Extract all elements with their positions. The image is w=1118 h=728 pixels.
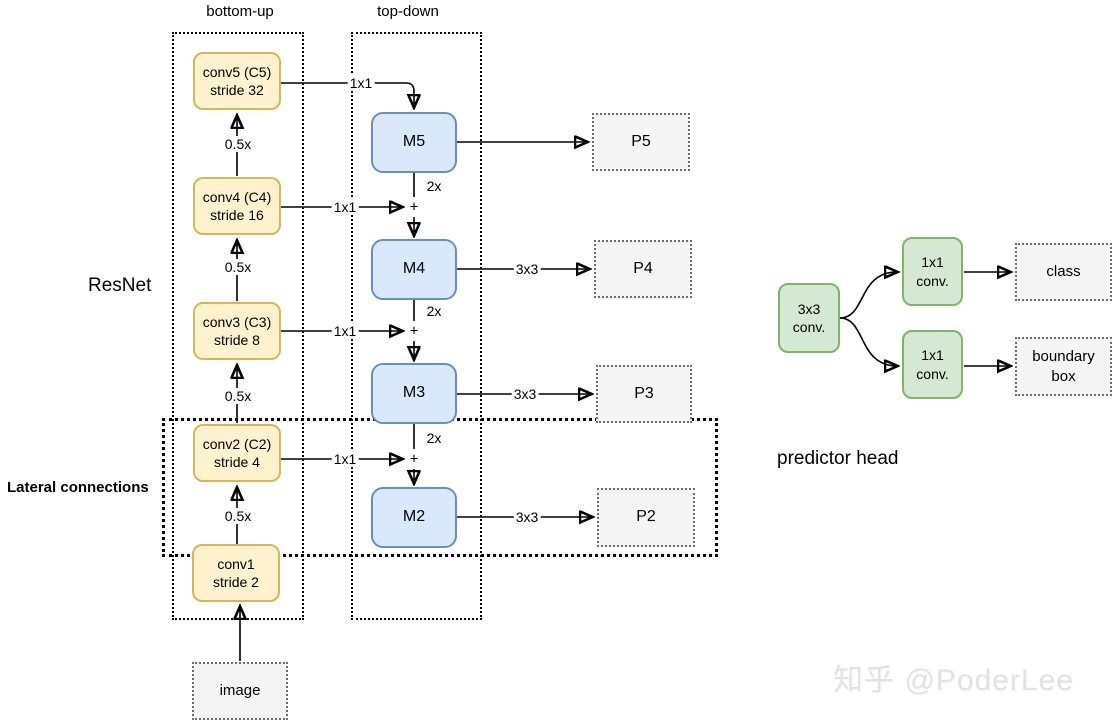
downsample-label-4: 0.5x: [222, 508, 254, 524]
resnet-label: ResNet: [88, 275, 152, 296]
lateral-label-c3: 1x1: [331, 323, 359, 339]
conv3-stride: stride 8: [214, 332, 260, 348]
top-down-label: top-down: [377, 3, 439, 20]
downsample-label-2: 0.5x: [222, 259, 254, 275]
conv3x3-line1: 3x3: [797, 300, 821, 317]
node-m2: M2: [371, 487, 457, 548]
node-p3: P3: [596, 365, 692, 423]
arrow-conv3x3-to-conv1x1-class: [839, 272, 897, 319]
lateral-label-c2: 1x1: [331, 451, 359, 467]
boundary-line2: box: [1051, 367, 1076, 385]
lateral-connections-label: Lateral connections: [7, 479, 149, 496]
downsample-label-1: 0.5x: [222, 136, 254, 152]
node-conv3: conv3 (C3) stride 8: [193, 302, 281, 360]
node-m3: M3: [371, 363, 457, 424]
node-class-output: class: [1015, 243, 1112, 301]
conv1x1-class-line1: 1x1: [921, 254, 944, 271]
node-conv1x1-box: 1x1 conv.: [902, 330, 963, 399]
conv5-stride: stride 32: [210, 82, 264, 98]
node-p5: P5: [592, 113, 690, 171]
node-m4: M4: [371, 239, 457, 300]
upsample-label-2: 2x: [424, 303, 444, 319]
watermark: 知乎 @PoderLee: [833, 664, 1074, 697]
conv2-stride: stride 4: [214, 454, 260, 470]
lateral-label-c4: 1x1: [331, 199, 359, 215]
arrow-conv3x3-to-conv1x1-box: [839, 317, 897, 366]
conv1x1-class-line2: conv.: [916, 272, 949, 289]
node-conv1x1-class: 1x1 conv.: [902, 237, 963, 306]
node-boundary-box-output: boundary box: [1015, 337, 1112, 396]
downsample-label-3: 0.5x: [222, 388, 254, 404]
merge-plus-2: +: [408, 322, 420, 340]
boundary-line1: boundary: [1032, 348, 1095, 365]
conv4-name: conv4 (C4): [202, 188, 272, 205]
smooth-label-p3: 3x3: [511, 386, 539, 402]
bottom-up-label: bottom-up: [206, 3, 274, 20]
merge-plus-3: +: [408, 450, 420, 468]
lateral-label-c5: 1x1: [347, 75, 375, 91]
node-conv4: conv4 (C4) stride 16: [193, 177, 281, 235]
conv3-name: conv3 (C3): [202, 313, 272, 330]
node-conv3x3-head: 3x3 conv.: [778, 283, 840, 353]
node-p4: P4: [594, 240, 692, 298]
merge-plus-1: +: [408, 198, 420, 216]
conv3x3-line2: conv.: [792, 319, 826, 335]
conv2-name: conv2 (C2): [202, 435, 272, 452]
upsample-label-1: 2x: [424, 178, 444, 194]
node-conv5: conv5 (C5) stride 32: [193, 52, 281, 110]
node-conv1: conv1 stride 2: [192, 544, 280, 602]
conv1-name: conv1: [217, 555, 255, 572]
conv4-stride: stride 16: [210, 207, 264, 223]
conv1x1-box-line2: conv.: [916, 365, 949, 382]
node-image-input: image: [192, 662, 288, 720]
smooth-label-p4: 3x3: [513, 261, 541, 277]
upsample-label-3: 2x: [424, 430, 444, 446]
conv1-stride: stride 2: [213, 574, 259, 590]
node-conv2: conv2 (C2) stride 4: [193, 424, 281, 482]
predictor-head-label: predictor head: [777, 448, 899, 469]
smooth-label-p2: 3x3: [513, 509, 541, 525]
conv5-name: conv5 (C5): [202, 63, 272, 80]
node-p2: P2: [597, 488, 695, 547]
conv1x1-box-line1: 1x1: [921, 347, 944, 364]
node-m5: M5: [371, 112, 457, 173]
